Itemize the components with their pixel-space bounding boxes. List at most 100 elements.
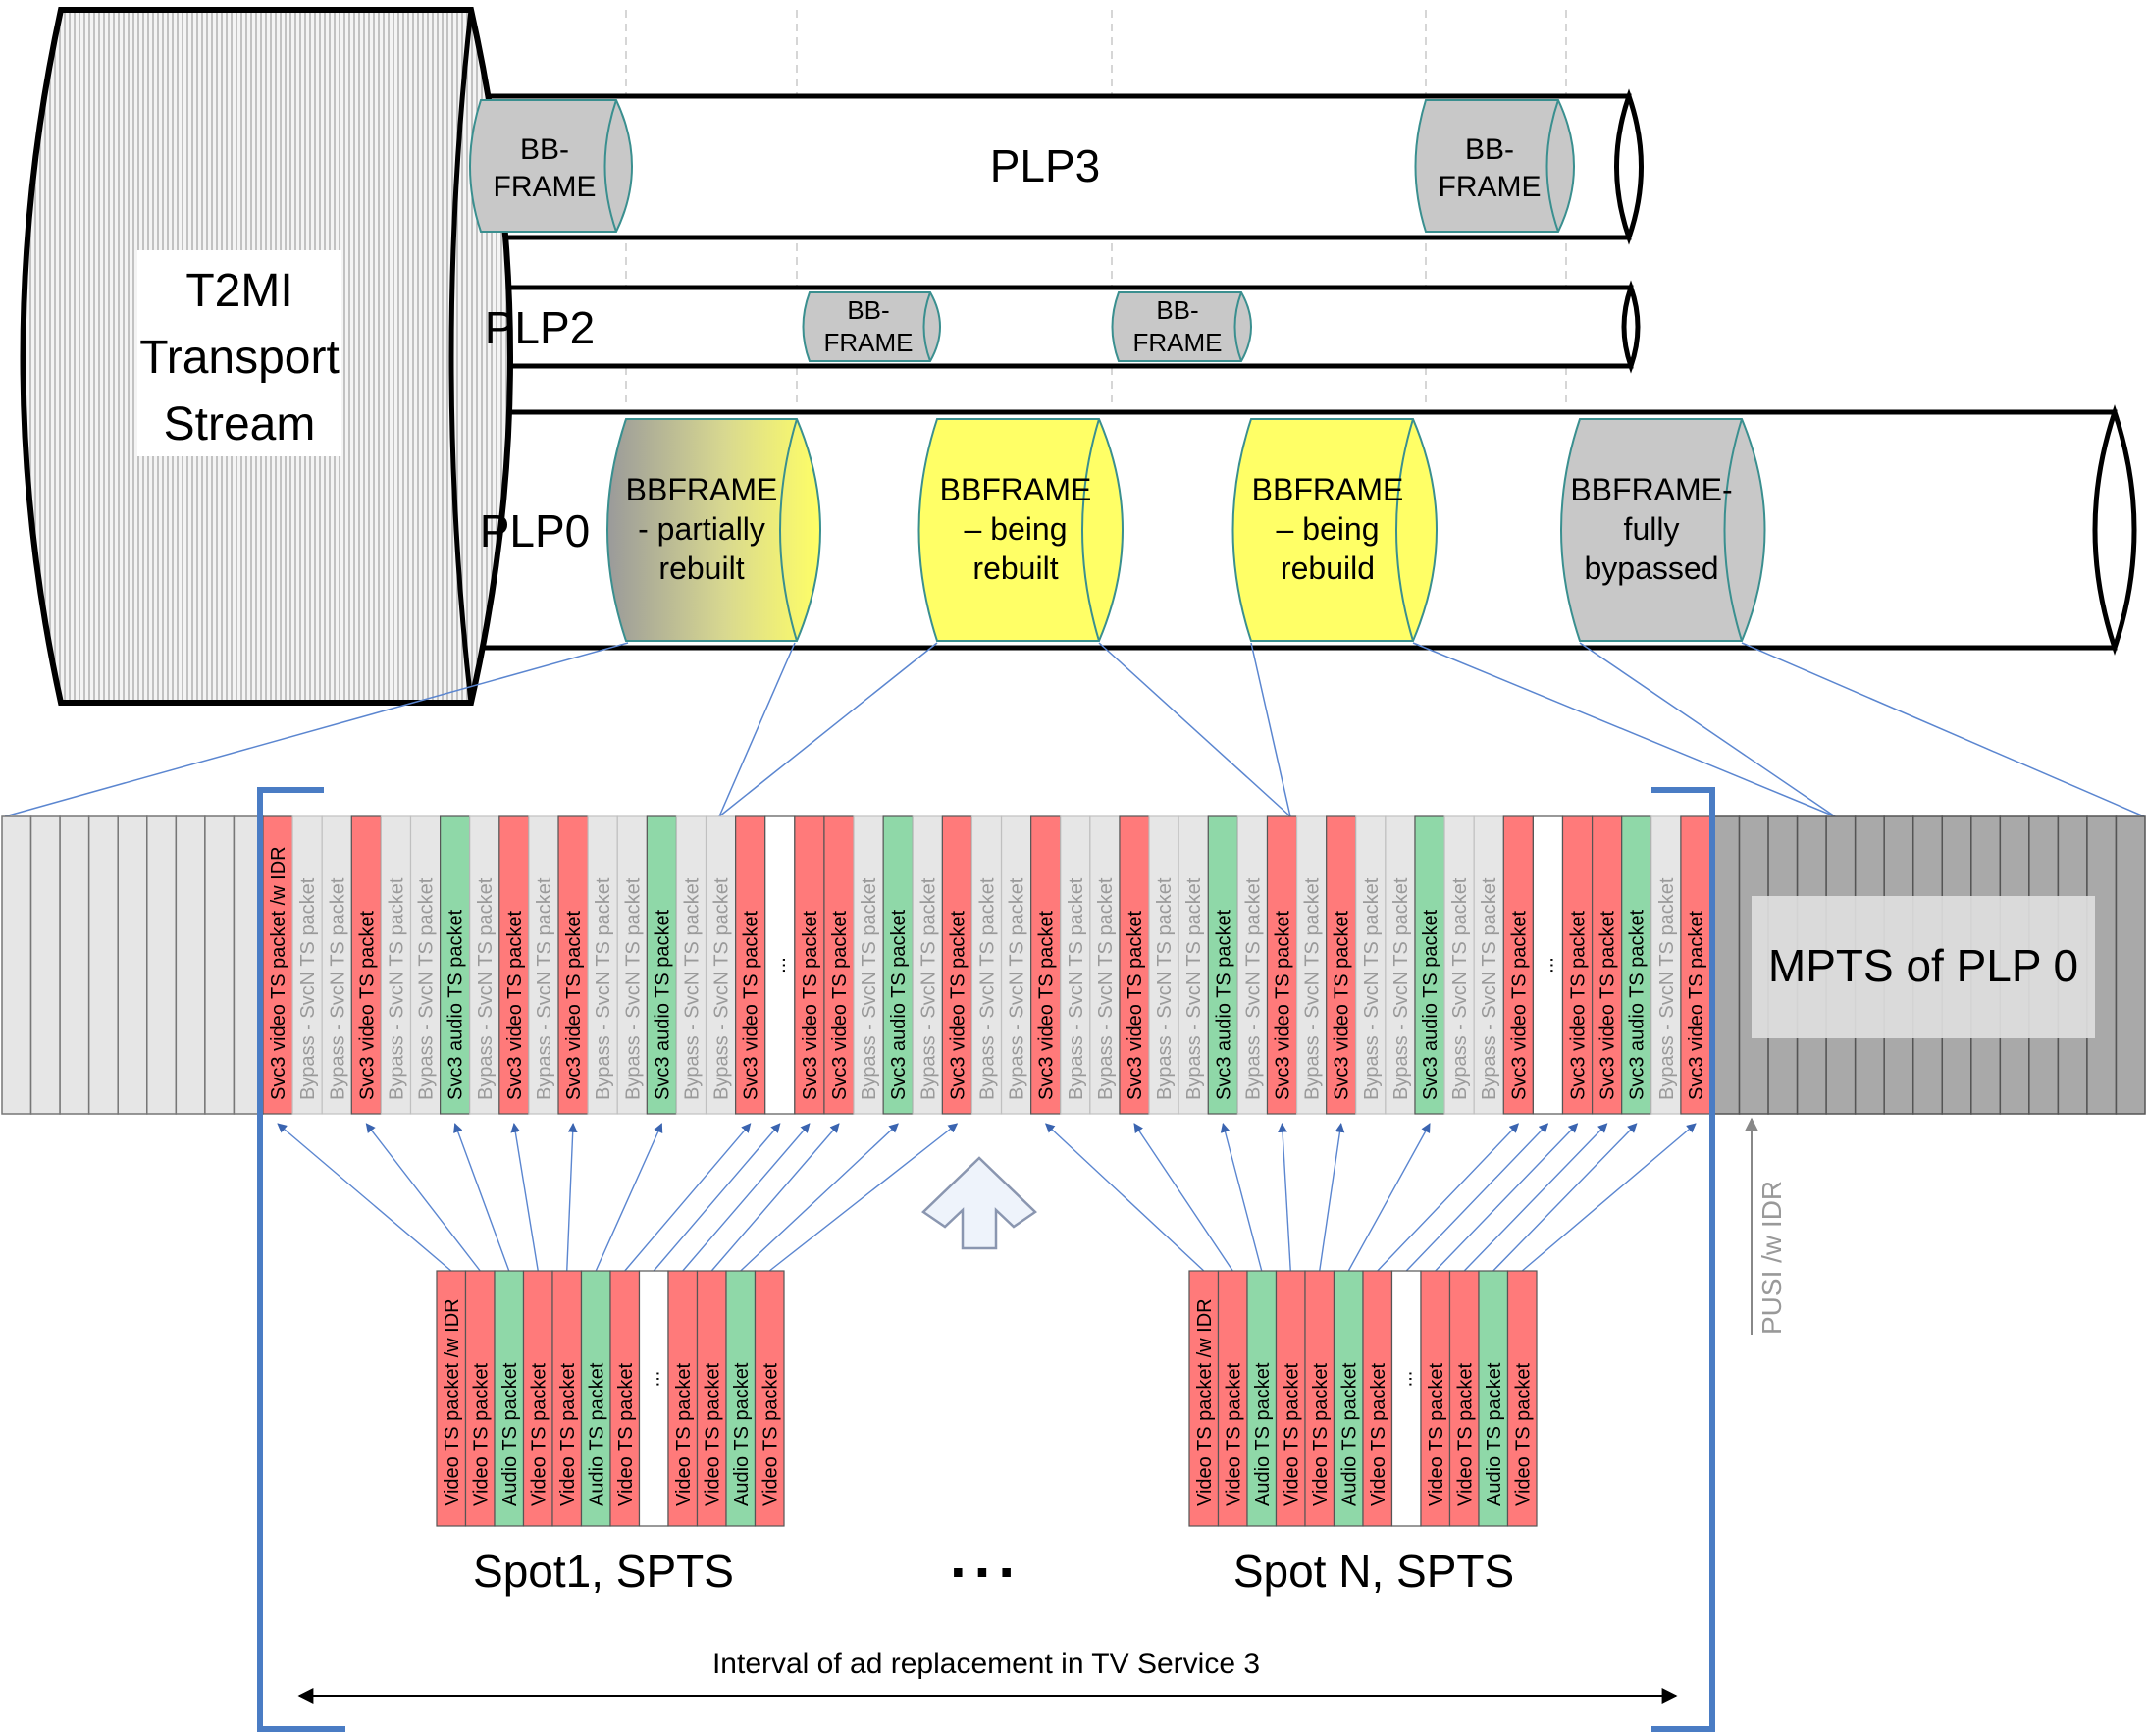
strip-packet-audio: Svc3 audio TS packet xyxy=(646,815,678,1115)
spot-to-strip-arrows xyxy=(277,1123,1697,1272)
strip-packet-label: Svc3 video TS packet xyxy=(1332,910,1353,1100)
spot-packet-label: Video TS packet /w IDR xyxy=(1194,1298,1216,1506)
strip-packet-label: Bypass - SvcN TS packet xyxy=(416,877,438,1100)
strip-packet-bypass: Bypass - SvcN TS packet xyxy=(469,815,500,1115)
strip-packet-bypass: Bypass - SvcN TS packet xyxy=(853,815,884,1115)
spot-arrow xyxy=(682,1123,811,1272)
strip-packet-label: Bypass - SvcN TS packet xyxy=(1183,877,1205,1100)
spot-packet-box-audio xyxy=(494,1270,525,1527)
spot-packet-box-video xyxy=(1188,1270,1220,1527)
background-packet-cell xyxy=(204,815,236,1115)
spot-packet-label: Video TS packet xyxy=(1281,1363,1302,1506)
strip-packet-box xyxy=(1561,815,1594,1115)
spot-arrow xyxy=(510,1123,539,1272)
strip-packet-bypass: Bypass - SvcN TS packet xyxy=(1178,815,1209,1115)
strip-packet-box xyxy=(794,815,825,1115)
packet-strip: Svc3 video TS packet /w IDR Bypass - SvcN… xyxy=(262,815,1711,1115)
strip-packet-label: Svc3 video TS packet xyxy=(1568,910,1590,1100)
strip-packet-video: Svc3 video TS packet xyxy=(1030,815,1062,1115)
strip-packet-bypass: Bypass - SvcN TS packet xyxy=(1060,815,1091,1115)
strip-packet-label: Svc3 video TS packet xyxy=(1508,910,1530,1100)
spot-2-packets: Video TS packet /w IDR Video TS packet Aud… xyxy=(1188,1270,1538,1527)
spot-arrow xyxy=(595,1123,663,1272)
strip-packet-label: Svc3 video TS packet xyxy=(741,910,762,1100)
interval-label: Interval of ad replacement in TV Service… xyxy=(712,1648,1260,1680)
strip-packet-box xyxy=(1236,815,1269,1115)
strip-packet-video: Svc3 video TS packet xyxy=(1680,815,1711,1115)
spot-packet-label: Video TS packet xyxy=(702,1363,723,1506)
spot-packet-box-gap xyxy=(638,1270,669,1527)
spot-arrow xyxy=(1347,1123,1431,1272)
strip-packet-box xyxy=(1680,815,1711,1115)
bbframe-plp2-b-line1: BB- xyxy=(1156,295,1198,325)
strip-packet-video: Svc3 video TS packet xyxy=(735,815,766,1115)
background-packet-cell xyxy=(1,815,32,1115)
background-packet-cell xyxy=(117,815,148,1115)
spot-packet-label: Video TS packet xyxy=(673,1363,695,1506)
bbframe-plp2-b-line2: FRAME xyxy=(1133,328,1223,357)
strip-packet-box xyxy=(823,815,855,1115)
strip-packet-label: Svc3 audio TS packet xyxy=(1627,909,1649,1100)
pusi-label: PUSI /w IDR xyxy=(1756,1181,1787,1335)
spot-arrow xyxy=(1278,1123,1291,1272)
spot-arrow xyxy=(624,1123,752,1272)
plp0-label: PLP0 xyxy=(480,505,591,556)
strip-packet-label: Svc3 video TS packet xyxy=(1125,910,1146,1100)
spot-arrow xyxy=(453,1123,510,1272)
spot-arrow xyxy=(1492,1123,1638,1272)
t2mi-transport-stream xyxy=(20,7,513,706)
bbframe-plp0-partial-line1: BBFRAME xyxy=(626,472,778,507)
bbframe-plp0-rebuilt-line2: – being xyxy=(965,511,1068,547)
spot-arrow xyxy=(365,1123,481,1272)
spot-packet-box-video xyxy=(754,1270,785,1527)
strip-packet-box xyxy=(1502,815,1534,1115)
strip-packet-label: Bypass - SvcN TS packet xyxy=(681,877,703,1100)
strip-packet-bypass: Bypass - SvcN TS packet xyxy=(705,815,737,1115)
plp2-pipe xyxy=(468,280,1641,374)
bbframe-plp3-right-line1: BB- xyxy=(1465,133,1514,166)
spot-arrow xyxy=(1377,1123,1520,1272)
t2mi-label-line1: T2MI xyxy=(185,265,292,317)
strip-packet-bypass: Bypass - SvcN TS packet xyxy=(616,815,648,1115)
bbframe-plp0-rebuilt: BBFRAME – being rebuilt xyxy=(917,418,1124,642)
strip-packet-audio: Svc3 audio TS packet xyxy=(1621,815,1652,1115)
spot-packet-box-video xyxy=(1448,1270,1480,1527)
spot-packet-label: Video TS packet xyxy=(1512,1363,1534,1506)
strip-packet-label: Svc3 video TS packet xyxy=(1686,910,1707,1100)
strip-packet-box xyxy=(1089,815,1121,1115)
spot-arrow xyxy=(277,1123,452,1272)
spot-packet-box-video xyxy=(1362,1270,1393,1527)
strip-packet-box xyxy=(409,815,442,1115)
strip-packet-box xyxy=(1119,815,1150,1115)
strip-packet-label: Bypass - SvcN TS packet xyxy=(593,877,614,1100)
strip-packet-box xyxy=(853,815,884,1115)
spot-arrow xyxy=(1463,1123,1608,1272)
spot-packet-label: Audio TS packet xyxy=(1252,1362,1274,1506)
spot-arrow xyxy=(710,1123,840,1272)
spot-packet-gap-label: ... xyxy=(1395,1371,1417,1388)
strip-packet-bypass: Bypass - SvcN TS packet xyxy=(1385,815,1416,1115)
strip-packet-label: Bypass - SvcN TS packet xyxy=(622,877,644,1100)
strip-packet-label: Bypass - SvcN TS packet xyxy=(534,877,555,1100)
strip-packet-label: Bypass - SvcN TS packet xyxy=(327,877,348,1100)
bbframe-plp0-rebuild-line1: BBFRAME xyxy=(1252,472,1404,507)
spot-arrow xyxy=(1133,1123,1233,1272)
bbframe-plp0-bypassed-line1: BBFRAME- xyxy=(1570,472,1732,507)
strip-packet-box xyxy=(1030,815,1062,1115)
strip-packet-video: Svc3 video TS packet /w IDR xyxy=(262,815,293,1115)
strip-packet-audio: Svc3 audio TS packet xyxy=(440,815,471,1115)
strip-packet-video: Svc3 video TS packet xyxy=(498,815,530,1115)
strip-packet-box xyxy=(440,815,471,1115)
strip-packet-box xyxy=(1148,815,1179,1115)
mpts-label: MPTS of PLP 0 xyxy=(1768,940,2078,991)
spot-packet-box-audio xyxy=(725,1270,757,1527)
background-packet-cell xyxy=(59,815,90,1115)
strip-packet-label: Bypass - SvcN TS packet xyxy=(475,877,497,1100)
bbframe-plp0-partial-line3: rebuilt xyxy=(658,551,744,586)
spot-packet-box-video xyxy=(667,1270,699,1527)
strip-packet-bypass: Bypass - SvcN TS packet xyxy=(1443,815,1475,1115)
spot-packet-label: Video TS packet xyxy=(615,1363,637,1506)
strip-packet-video: Svc3 video TS packet xyxy=(1591,815,1623,1115)
spot-packet-label: Audio TS packet xyxy=(586,1362,607,1506)
